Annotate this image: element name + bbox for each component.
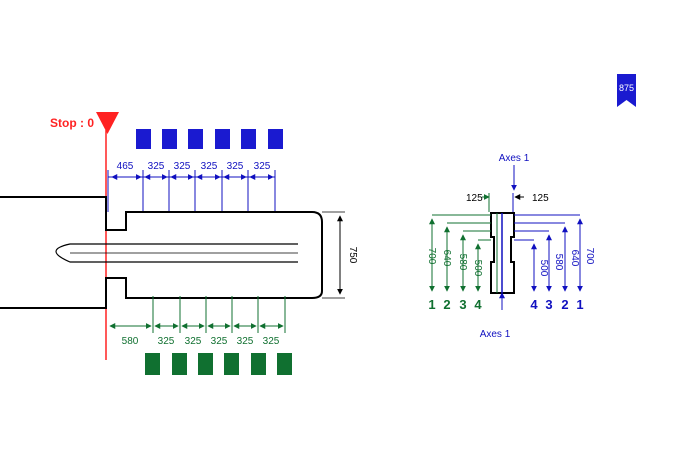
cross-section-profile — [490, 212, 515, 294]
bottom-tool-block[interactable] — [251, 353, 266, 375]
top-tool-block[interactable] — [215, 129, 230, 149]
top-dim-label: 325 — [148, 161, 165, 172]
bottom-dim-label: 580 — [122, 336, 139, 347]
right-height-label: 500 — [538, 260, 549, 277]
top-tool-block[interactable] — [241, 129, 256, 149]
axes-bottom-label: Axes 1 — [480, 329, 511, 340]
right-height-label: 640 — [569, 250, 580, 267]
top-tool-block[interactable] — [136, 129, 151, 149]
top-dim-label: 325 — [254, 161, 271, 172]
bottom-tool-block[interactable] — [172, 353, 187, 375]
page-badge-number: 875 — [619, 83, 634, 93]
height-dim-label: 750 — [347, 247, 358, 264]
left-number[interactable]: 4 — [474, 297, 482, 312]
left-height-label: 640 — [441, 250, 452, 267]
left-number[interactable]: 1 — [428, 297, 435, 312]
top-dim-label: 465 — [117, 161, 134, 172]
bottom-dim-label: 325 — [237, 336, 254, 347]
right-height-label: 580 — [553, 254, 564, 271]
bottom-dimension-chain: 580 325 325 325 325 325 — [109, 296, 286, 347]
cs-width-right-label: 125 — [532, 193, 549, 204]
top-tool-block[interactable] — [268, 129, 283, 149]
bottom-dim-label: 325 — [158, 336, 175, 347]
page-badge[interactable]: 875 — [617, 74, 636, 107]
left-height-label: 700 — [426, 248, 437, 265]
right-number[interactable]: 2 — [561, 297, 568, 312]
part-inner-slot — [55, 243, 298, 263]
height-dimension: 750 — [322, 211, 358, 299]
stop-triangle-icon — [96, 112, 119, 134]
right-height-label: 700 — [584, 248, 595, 265]
top-tool-blocks — [136, 129, 283, 149]
top-tool-block[interactable] — [188, 129, 203, 149]
bottom-tool-block[interactable] — [145, 353, 160, 375]
right-number[interactable]: 4 — [530, 297, 538, 312]
bottom-tool-block[interactable] — [277, 353, 292, 375]
bottom-dim-label: 325 — [211, 336, 228, 347]
bottom-tool-block[interactable] — [198, 353, 213, 375]
cross-section: Axes 1 125 125 Axes 1 700 640 580 500 — [426, 153, 595, 340]
right-number[interactable]: 1 — [576, 297, 583, 312]
right-number[interactable]: 3 — [545, 297, 552, 312]
left-height-label: 500 — [472, 260, 483, 277]
stop-label: Stop : 0 — [50, 116, 94, 130]
axes-top-label: Axes 1 — [499, 153, 530, 164]
bottom-tool-blocks — [145, 353, 292, 375]
top-dimension-chain: 465 325 325 325 325 325 — [107, 161, 276, 212]
top-dim-label: 325 — [227, 161, 244, 172]
bottom-dim-label: 325 — [263, 336, 280, 347]
cs-width-left-label: 125 — [466, 193, 483, 204]
part-outline — [0, 196, 323, 309]
bottom-dim-label: 325 — [185, 336, 202, 347]
top-tool-block[interactable] — [162, 129, 177, 149]
left-height-label: 580 — [457, 254, 468, 271]
bottom-tool-block[interactable] — [224, 353, 239, 375]
top-dim-label: 325 — [201, 161, 218, 172]
top-dim-label: 325 — [174, 161, 191, 172]
left-number[interactable]: 3 — [459, 297, 466, 312]
left-number[interactable]: 2 — [443, 297, 450, 312]
